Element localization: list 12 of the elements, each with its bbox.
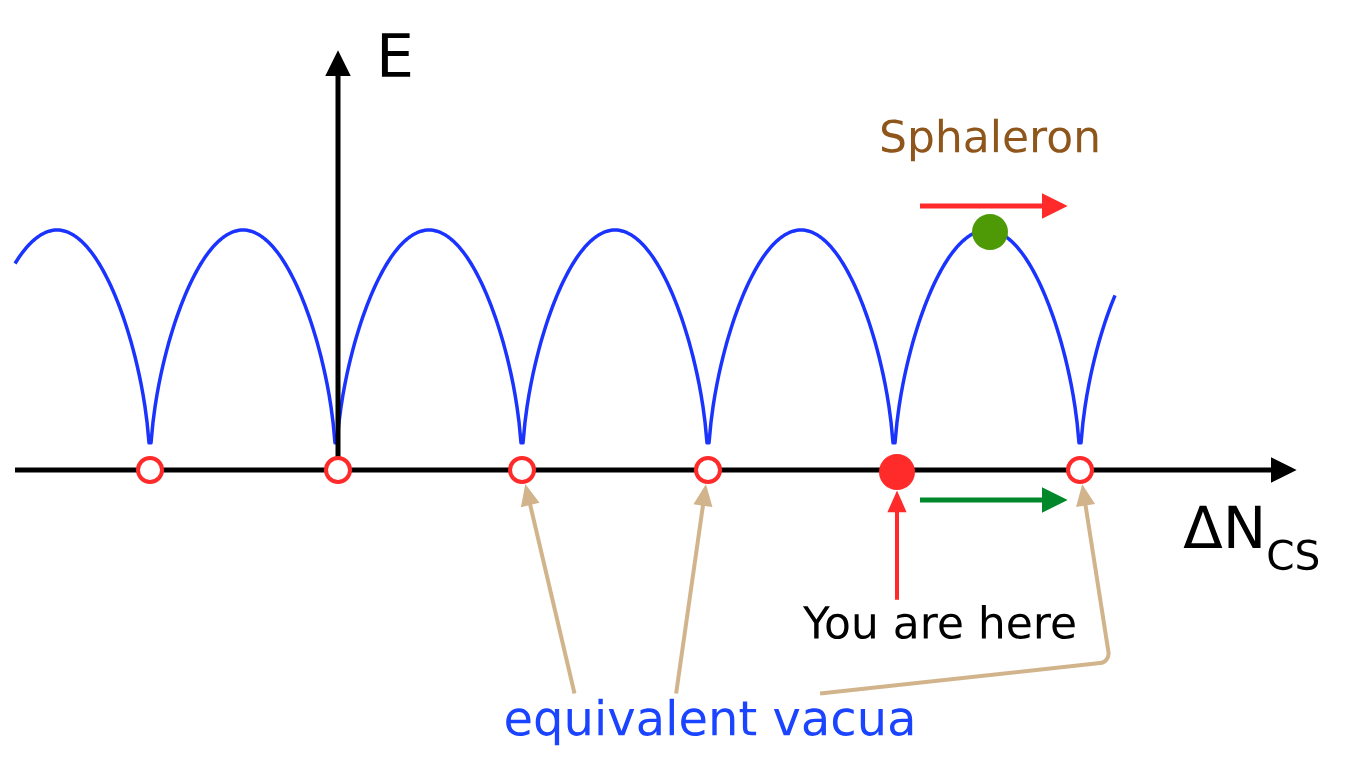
position-dot	[879, 454, 915, 490]
curve-label: Sphaleron	[881, 118, 1098, 162]
axis-label: E	[381, 33, 411, 77]
text-label: You are here	[802, 605, 1075, 639]
vacuum-circle	[324, 456, 352, 484]
sphaleron-dot	[972, 214, 1008, 250]
vacuum-circle	[508, 456, 536, 484]
text-label: equivalent vacua	[506, 698, 913, 746]
vacuum-circle	[1066, 456, 1094, 484]
vacuum-circle	[136, 456, 164, 484]
vacuum-circle	[694, 456, 722, 484]
axis-label: ΔN$_{CS}$	[1183, 505, 1319, 571]
